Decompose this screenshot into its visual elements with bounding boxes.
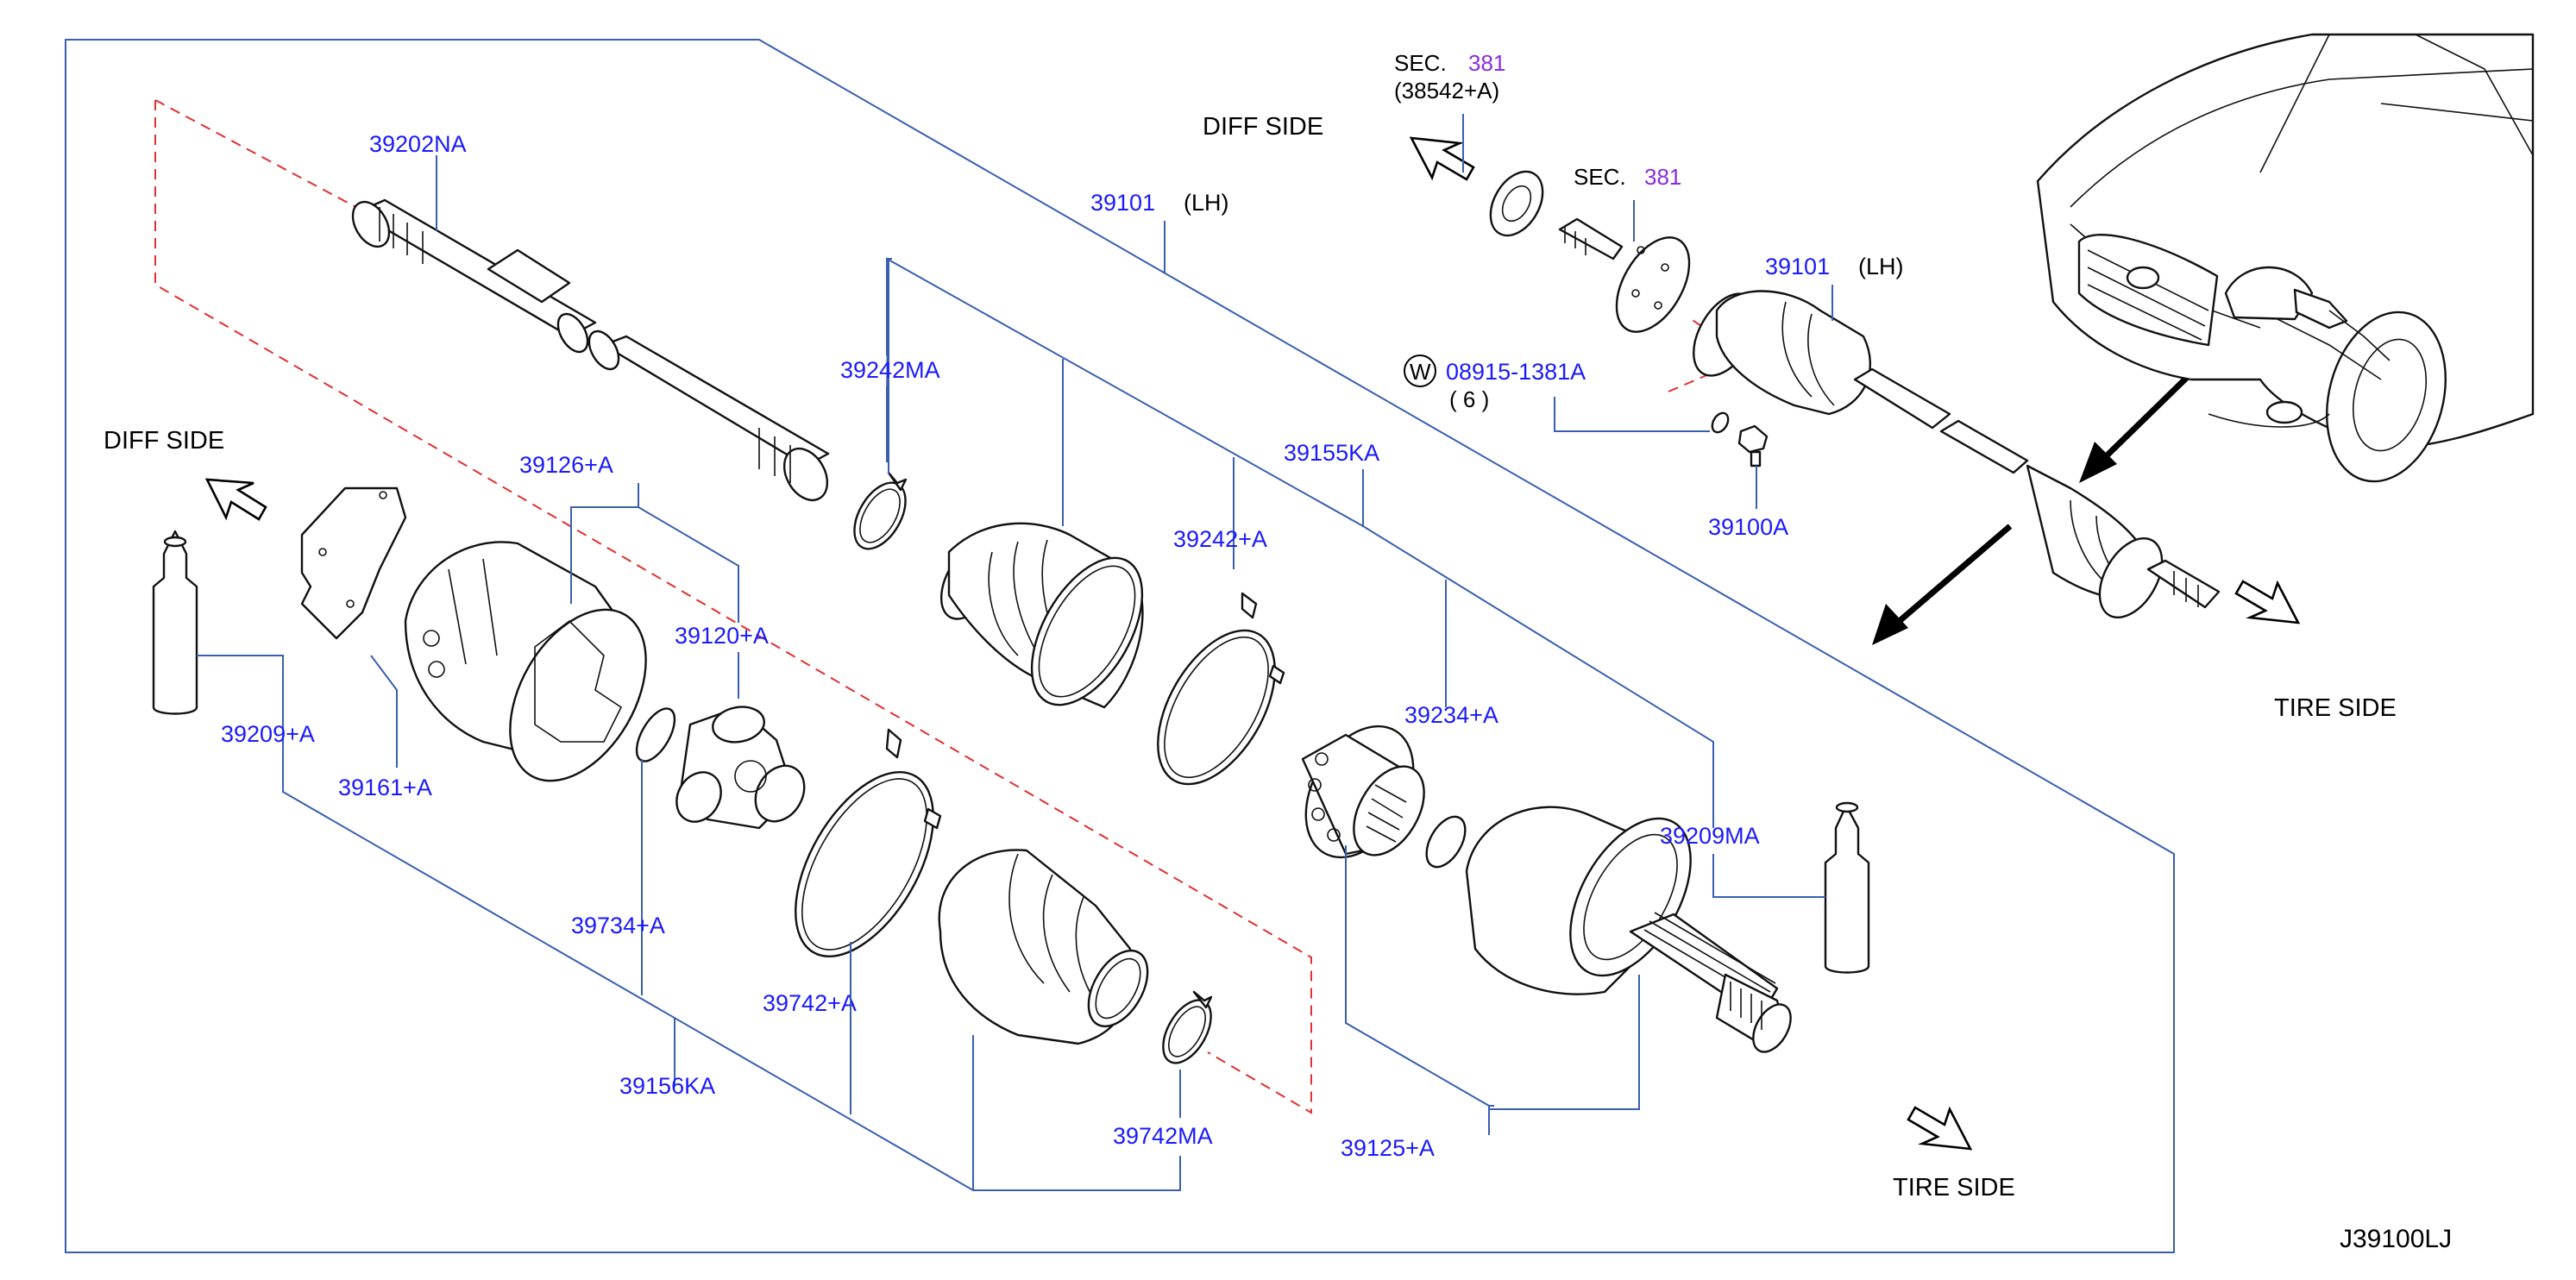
tire-side-arrow-right [2234,580,2301,624]
label-39242MA: 39242MA [840,357,940,383]
label-39234A: 39234+A [1404,702,1498,728]
bracket-39125A [1345,845,1640,1135]
label-39742A: 39742+A [763,990,857,1016]
label-39120A: 39120+A [675,623,769,649]
inner-joint-housing [404,541,647,782]
assembled-driveshaft-overview [1693,290,2221,619]
label-39101-main-side: (LH) [1184,190,1229,216]
label-39161A: 39161+A [338,775,432,800]
snap-ring-tripod [635,707,676,762]
exploded-view-frame [65,39,2175,1253]
intermediate-shaft [351,198,830,502]
washer-marker-circle [1404,355,1436,387]
stub-shaft-flange [1558,217,1691,333]
sec-label-stub: SEC. [1574,164,1626,190]
outer-boot [938,849,1149,1045]
sec-part-bearing: (38542+A) [1394,78,1499,104]
tire-side-arrow-bottom [1907,1106,1973,1151]
alignment-line-upper-top [154,99,363,211]
drawing-code: J39100LJ [2340,1225,2452,1253]
washer [1711,411,1730,434]
alignment-line-upper [154,100,1312,1114]
label-08915-1381A: 08915-1381A [1446,359,1586,385]
outer-cv-joint [1465,806,1792,1053]
label-39100A: 39100A [1708,514,1788,540]
label-39101-main: 39101 [1090,190,1155,216]
grease-tube-right [1824,801,1870,974]
tire-side-label-bottom: TIRE SIDE [1893,1174,2015,1202]
sec-label-bearing: SEC. [1394,50,1447,76]
tripod-joint-spider [675,706,806,830]
label-39734A: 39734+A [571,913,665,938]
snap-ring-cage [1425,815,1467,869]
boot-band-small-inner [853,471,908,550]
vehicle-location-sketch [2036,33,2535,483]
label-39209A: 39209+A [221,721,315,747]
boot-band-large-outer [795,728,942,957]
label-39209MA: 39209MA [1660,823,1760,849]
diff-side-label-top: DIFF SIDE [1203,113,1323,141]
label-39125A: 39125+A [1341,1135,1435,1161]
label-39742MA: 39742MA [1113,1123,1213,1149]
diff-side-label-left: DIFF SIDE [104,427,224,455]
label-39101-overview-side: (LH) [1858,254,1904,279]
inner-boot [939,522,1144,709]
diff-side-arrow-top [1409,136,1475,181]
mounting-bolt [1737,424,1769,467]
label-39202NA: 39202NA [369,131,467,157]
diff-side-bearing [1489,170,1544,237]
sec-number-stub: 381 [1644,164,1681,190]
label-39156KA: 39156KA [619,1073,715,1099]
label-08915-qty: ( 6 ) [1449,386,1489,412]
joint-gasket-plate [300,486,407,640]
washer-marker-letter: W [1410,359,1431,385]
tire-side-label-right: TIRE SIDE [2274,694,2397,722]
label-39155KA: 39155KA [1284,440,1379,466]
label-39101-overview: 39101 [1765,254,1830,279]
label-39126A: 39126+A [519,452,613,478]
boot-band-large-inner [1157,592,1285,786]
location-arrow-lower [1872,524,2013,645]
boot-band-small-outer [1162,990,1213,1064]
label-39242A-upper: 39242+A [1173,526,1267,552]
grease-tube-left [152,530,198,715]
sec-number-bearing: 381 [1468,50,1505,76]
diff-side-arrow-left [204,478,267,521]
inner-race-ball-cage [1301,725,1425,859]
